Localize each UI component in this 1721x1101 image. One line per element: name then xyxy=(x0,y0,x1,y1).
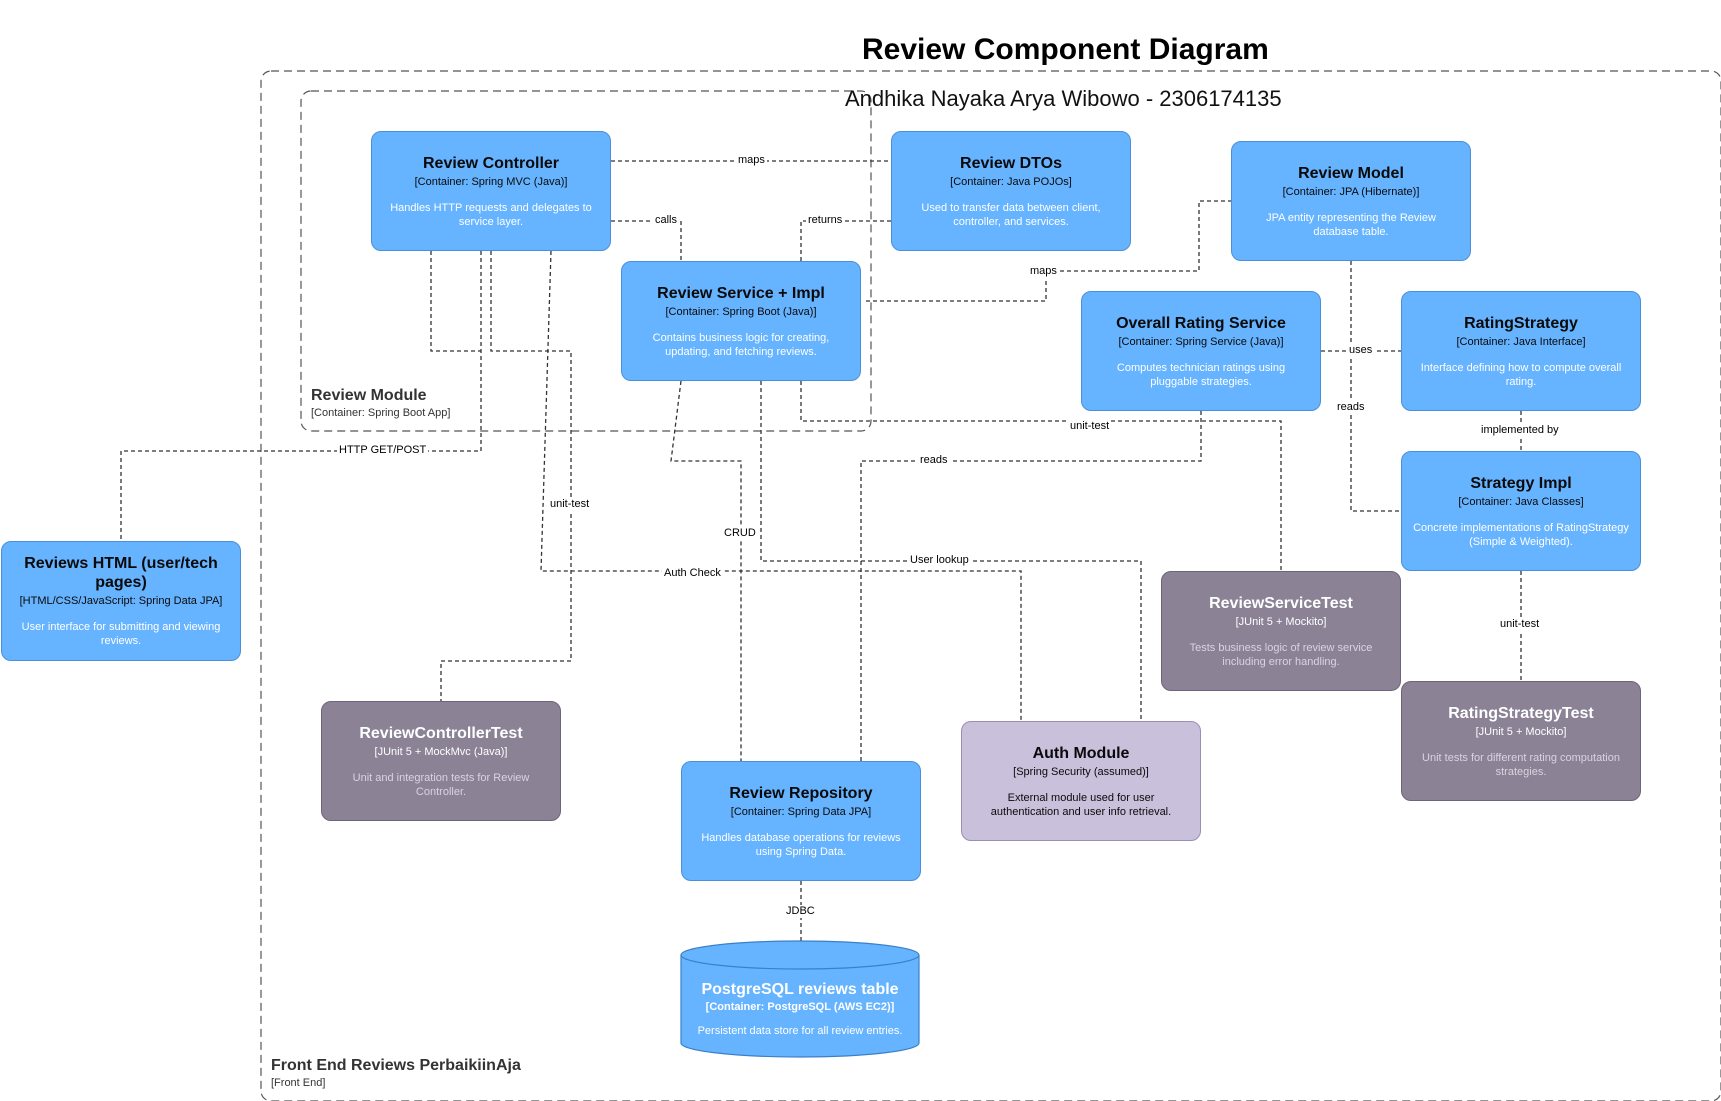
node-tech: [Container: Spring Data JPA] xyxy=(730,805,872,818)
edge-label-unit-test-service: unit-test xyxy=(1068,420,1112,433)
node-desc: External module used for user authentica… xyxy=(990,791,1172,818)
node-desc: Persistent data store for all review ent… xyxy=(697,1025,903,1037)
edge-unit-test-service xyxy=(800,381,1282,571)
node-review-dtos[interactable]: Review DTOs [Container: Java POJOs] Used… xyxy=(891,131,1131,251)
node-overall-rating-service[interactable]: Overall Rating Service [Container: Sprin… xyxy=(1081,291,1321,411)
edge-label-maps-model: maps xyxy=(1028,265,1059,278)
node-title: PostgreSQL reviews table xyxy=(701,981,899,998)
edge-calls xyxy=(611,220,682,261)
node-review-service-test[interactable]: ReviewServiceTest [JUnit 5 + Mockito] Te… xyxy=(1161,571,1401,691)
node-tech: [Container: Java Interface] xyxy=(1456,335,1586,348)
edge-http xyxy=(120,251,482,541)
node-title: Review Repository xyxy=(729,784,873,802)
node-tech: [JUnit 5 + MockMvc (Java)] xyxy=(374,745,508,758)
node-title: Auth Module xyxy=(1032,744,1130,762)
edge-label-crud: CRUD xyxy=(722,527,758,540)
edge-unit-test-controller xyxy=(440,251,572,701)
node-tech: [Container: Spring MVC (Java)] xyxy=(414,175,568,188)
review-module-boundary xyxy=(300,90,872,432)
edge-returns xyxy=(800,220,891,261)
node-desc: Interface defining how to compute overal… xyxy=(1420,361,1622,388)
node-auth-module[interactable]: Auth Module [Spring Security (assumed)] … xyxy=(961,721,1201,841)
node-title: RatingStrategy xyxy=(1464,314,1578,332)
node-review-controller-test[interactable]: ReviewControllerTest [JUnit 5 + MockMvc … xyxy=(321,701,561,821)
edge-label-uses: uses xyxy=(1347,344,1375,357)
front-end-type: [Front End] xyxy=(271,1077,326,1089)
node-title: Review Model xyxy=(1298,164,1404,182)
edge-label-calls: calls xyxy=(653,214,680,227)
node-rating-strategy-test[interactable]: RatingStrategyTest [JUnit 5 + Mockito] U… xyxy=(1401,681,1641,801)
edge-auth-check xyxy=(540,250,1022,721)
edge-label-maps: maps xyxy=(736,154,767,167)
node-review-model[interactable]: Review Model [Container: JPA (Hibernate)… xyxy=(1231,141,1471,261)
node-desc: Tests business logic of review service i… xyxy=(1189,641,1373,668)
node-rating-strategy[interactable]: RatingStrategy [Container: Java Interfac… xyxy=(1401,291,1641,411)
node-desc: Handles database operations for reviews … xyxy=(701,831,901,858)
node-review-service[interactable]: Review Service + Impl [Container: Spring… xyxy=(621,261,861,381)
edge-label-reads-model: reads xyxy=(1335,401,1367,414)
node-review-repository[interactable]: Review Repository [Container: Spring Dat… xyxy=(681,761,921,881)
node-tech: [HTML/CSS/JavaScript: Spring Data JPA] xyxy=(19,595,223,607)
edge-reads-model xyxy=(1350,261,1401,512)
node-tech: [Spring Security (assumed)] xyxy=(1013,765,1149,778)
node-tech: [Container: Java Classes] xyxy=(1458,495,1584,508)
node-strategy-impl[interactable]: Strategy Impl [Container: Java Classes] … xyxy=(1401,451,1641,571)
edge-label-http: HTTP GET/POST xyxy=(337,444,429,457)
node-tech: [Container: PostgreSQL (AWS EC2)] xyxy=(705,1001,895,1013)
edge-user-lookup xyxy=(760,381,1142,721)
node-tech: [Container: Spring Boot (Java)] xyxy=(665,305,817,318)
node-title: Review DTOs xyxy=(960,154,1062,172)
node-review-controller[interactable]: Review Controller [Container: Spring MVC… xyxy=(371,131,611,251)
edge-label-reads-repo: reads xyxy=(918,454,950,467)
edge-label-unit-test-controller: unit-test xyxy=(548,498,592,511)
review-module-type: [Container: Spring Boot App] xyxy=(311,407,451,419)
node-title: Review Controller xyxy=(422,154,560,172)
node-title: Reviews HTML (user/tech pages) xyxy=(24,555,218,591)
node-desc: JPA entity representing the Review datab… xyxy=(1266,211,1436,238)
node-title: ReviewServiceTest xyxy=(1209,594,1353,612)
diagram-subtitle: Andhika Nayaka Arya Wibowo - 2306174135 xyxy=(845,86,1282,111)
node-title: ReviewControllerTest xyxy=(359,724,523,742)
node-desc: Handles HTTP requests and delegates to s… xyxy=(390,201,592,228)
edge-label-returns: returns xyxy=(806,214,845,227)
front-end-label: Front End Reviews PerbaikiinAja xyxy=(271,1057,521,1074)
node-desc: Contains business logic for creating, up… xyxy=(652,331,830,358)
node-title: Strategy Impl xyxy=(1470,474,1572,492)
node-desc: Unit tests for different rating computat… xyxy=(1422,751,1620,778)
node-reviews-html[interactable]: Reviews HTML (user/tech pages) [HTML/CSS… xyxy=(1,541,241,661)
front-end-boundary xyxy=(260,70,1721,1101)
review-module-label: Review Module xyxy=(311,387,427,404)
edge-label-auth-check: Auth Check xyxy=(662,567,723,580)
edge-label-user-lookup: User lookup xyxy=(908,554,971,567)
edge-reads-repo xyxy=(860,411,1202,761)
edge-label-implemented-by: implemented by xyxy=(1479,424,1561,437)
node-title: Overall Rating Service xyxy=(1116,314,1286,332)
node-desc: User interface for submitting and viewin… xyxy=(21,621,221,647)
node-tech: [Container: Spring Service (Java)] xyxy=(1118,335,1284,348)
node-desc: Unit and integration tests for Review Co… xyxy=(352,771,530,798)
edge-label-jdbc: JDBC xyxy=(784,905,817,918)
edge-maps-service-model xyxy=(866,200,1231,302)
node-postgres-db[interactable]: PostgreSQL reviews table [Container: Pos… xyxy=(680,940,920,1058)
node-title: Review Service + Impl xyxy=(657,284,825,302)
node-title: RatingStrategyTest xyxy=(1448,704,1594,722)
edge-label-unit-test-strategy: unit-test xyxy=(1498,618,1542,631)
node-desc: Concrete implementations of RatingStrate… xyxy=(1413,521,1629,548)
node-desc: Used to transfer data between client, co… xyxy=(921,201,1101,228)
diagram-title: Review Component Diagram xyxy=(862,33,1269,66)
edge-controller-html-loop xyxy=(430,251,481,352)
node-tech: [JUnit 5 + Mockito] xyxy=(1235,615,1327,628)
database-cylinder-icon xyxy=(680,940,920,1058)
edge-crud xyxy=(670,380,742,761)
node-tech: [JUnit 5 + Mockito] xyxy=(1475,725,1567,738)
node-desc: Computes technician ratings using plugga… xyxy=(1116,361,1286,388)
node-tech: [Container: Java POJOs] xyxy=(950,175,1072,188)
node-tech: [Container: JPA (Hibernate)] xyxy=(1282,185,1420,198)
